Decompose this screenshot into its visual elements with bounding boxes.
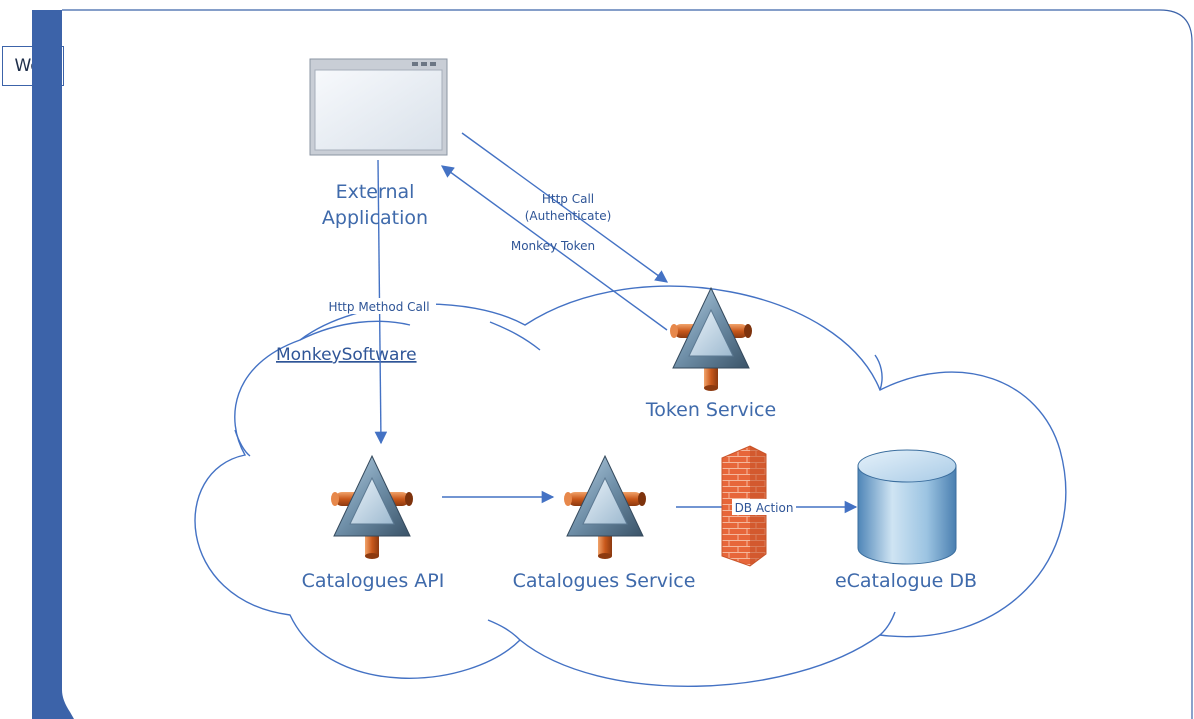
swimlane-border	[62, 9, 1193, 719]
swimlane-bar	[32, 10, 74, 719]
application-window-icon	[309, 58, 448, 156]
connectors	[374, 132, 858, 514]
monkey-token-arrow	[440, 165, 668, 331]
external-application-label-line1: External	[336, 181, 415, 203]
monkeysoftware-cloud	[194, 285, 1067, 688]
monkey-token-label: Monkey Token	[511, 239, 595, 253]
ecatalogue-db-label: eCatalogue DB	[835, 570, 977, 592]
catalogues-api-label: Catalogues API	[302, 570, 445, 592]
external-application-label-line2: Application	[322, 207, 428, 229]
http-method-call-label: Http Method Call	[328, 300, 429, 314]
catalogues-service-icon	[564, 454, 646, 559]
http-call-arrow	[461, 132, 669, 283]
authenticate-label: (Authenticate)	[525, 209, 612, 223]
token-service-label: Token Service	[645, 399, 776, 421]
catalogues-api-icon	[331, 454, 413, 559]
http-method-call-label-bg	[322, 298, 436, 314]
http-call-label: Http Call	[542, 192, 594, 206]
db-action-label-bg	[732, 499, 796, 515]
token-service-icon	[670, 286, 752, 391]
db-action-label: DB Action	[735, 501, 794, 515]
catalogues-service-label: Catalogues Service	[513, 570, 696, 592]
group-label: MonkeySoftware	[276, 345, 417, 365]
database-cylinder-icon	[857, 449, 957, 565]
